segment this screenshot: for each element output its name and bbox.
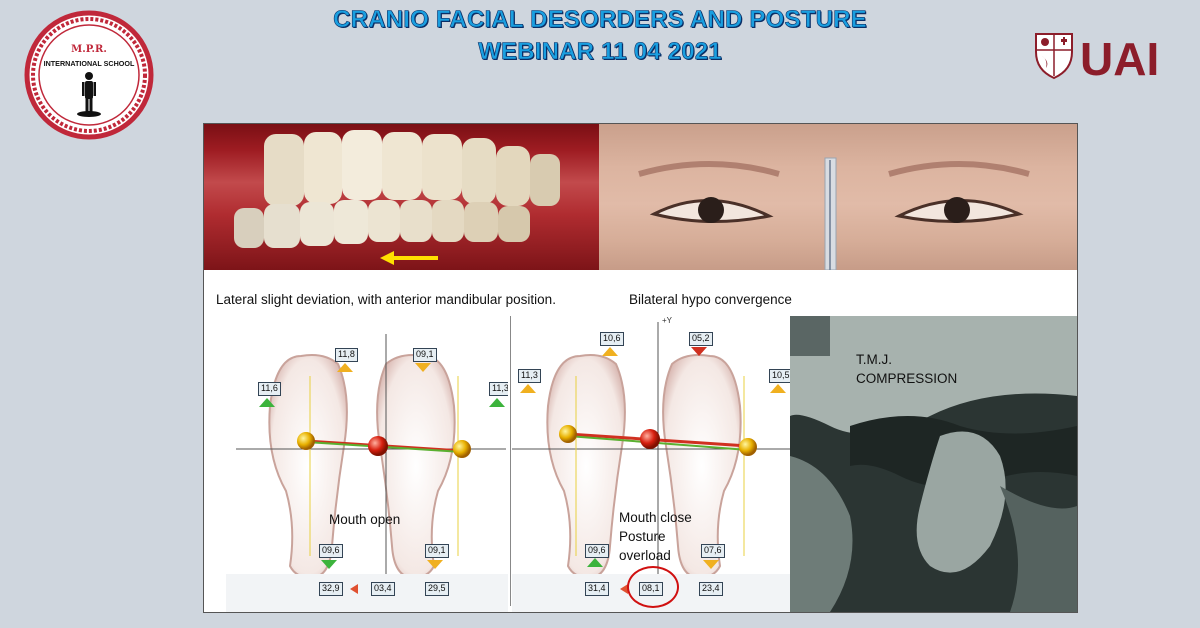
foot-pressure-chart-open: 11,8 09,1 11,6 11,3 Mouth open 09,6 09,1… xyxy=(226,316,508,612)
caption-left: Lateral slight deviation, with anterior … xyxy=(216,292,556,307)
label-tmj: T.M.J. xyxy=(856,352,892,367)
pressure-point-left xyxy=(297,432,315,450)
slide-title: CRANIO FACIAL DESORDERS AND POSTURE xyxy=(333,6,867,34)
value-bottom-mid: 03,4 xyxy=(371,582,395,596)
label-posture: Posture xyxy=(619,529,666,544)
triangle-up-icon xyxy=(489,398,505,407)
highlight-circle xyxy=(627,566,679,608)
mpr-logo-subtitle: INTERNATIONAL SCHOOL xyxy=(44,59,135,68)
triangle-left-icon xyxy=(620,584,628,594)
slide-subtitle: WEBINAR 11 04 2021 xyxy=(478,38,722,66)
triangle-down-icon xyxy=(415,363,431,372)
human-figure-icon xyxy=(77,72,101,117)
feet-diagram xyxy=(512,322,790,612)
value-toe-right: 09,1 xyxy=(413,348,437,362)
value-side-right: 10,5 xyxy=(769,369,790,383)
slide-panel: Lateral slight deviation, with anterior … xyxy=(203,123,1078,613)
mpr-logo-letters: M.P.R. xyxy=(71,44,107,55)
pressure-point-right xyxy=(453,440,471,458)
pressure-point-center xyxy=(368,436,388,456)
label-mouth-close: Mouth close xyxy=(619,510,692,525)
value-toe-left: 10,6 xyxy=(600,332,624,346)
value-bottom-mid: 08,1 xyxy=(639,582,663,596)
value-heel-left: 09,6 xyxy=(319,544,343,558)
triangle-down-icon xyxy=(703,560,719,569)
value-heel-left: 09,6 xyxy=(585,544,609,558)
triangle-up-icon xyxy=(587,558,603,567)
value-side-left: 11,3 xyxy=(518,369,541,383)
value-toe-left: 11,8 xyxy=(335,348,358,362)
value-bottom-right: 23,4 xyxy=(699,582,723,596)
value-side-left: 11,6 xyxy=(258,382,281,396)
value-bottom-right: 29,5 xyxy=(425,582,449,596)
value-bottom-left: 31,4 xyxy=(585,582,609,596)
triangle-up-icon xyxy=(770,384,786,393)
caption-right: Bilateral hypo convergence xyxy=(629,292,792,307)
triangle-down-icon xyxy=(691,347,707,356)
eyes-photo xyxy=(599,124,1077,270)
value-toe-right: 05,2 xyxy=(689,332,713,346)
triangle-up-icon xyxy=(259,398,275,407)
triangle-up-icon xyxy=(602,347,618,356)
uai-logo-text: UAI xyxy=(1080,33,1159,82)
foot-pressure-chart-close: +Y 10,6 05,2 11,3 10,5 Mouth close Postu… xyxy=(512,316,790,612)
value-heel-right: 09,1 xyxy=(425,544,449,558)
label-overload: overload xyxy=(619,548,671,563)
chart-divider xyxy=(510,316,511,606)
uai-logo: UAI xyxy=(1035,33,1159,82)
value-bottom-left: 32,9 xyxy=(319,582,343,596)
arrow-left-icon xyxy=(380,251,438,265)
pressure-point-left xyxy=(559,425,577,443)
mpr-logo: M.P.R. INTERNATIONAL SCHOOL xyxy=(24,10,154,140)
shield-icon xyxy=(1035,33,1073,80)
triangle-up-icon xyxy=(337,363,353,372)
value-heel-right: 07,6 xyxy=(701,544,725,558)
value-side-right: 11,3 xyxy=(489,382,508,396)
axis-y-label: +Y xyxy=(662,316,673,325)
feet-diagram xyxy=(226,334,508,612)
triangle-down-icon xyxy=(321,560,337,569)
triangle-left-icon xyxy=(350,584,358,594)
triangle-up-icon xyxy=(520,384,536,393)
teeth-photo xyxy=(204,124,599,270)
tmj-mri-image: T.M.J. COMPRESSION xyxy=(790,316,1077,612)
label-compression: COMPRESSION xyxy=(856,371,958,386)
pressure-point-right xyxy=(739,438,757,456)
label-mouth-open: Mouth open xyxy=(329,512,401,527)
pressure-point-center xyxy=(640,429,660,449)
triangle-down-icon xyxy=(427,560,443,569)
